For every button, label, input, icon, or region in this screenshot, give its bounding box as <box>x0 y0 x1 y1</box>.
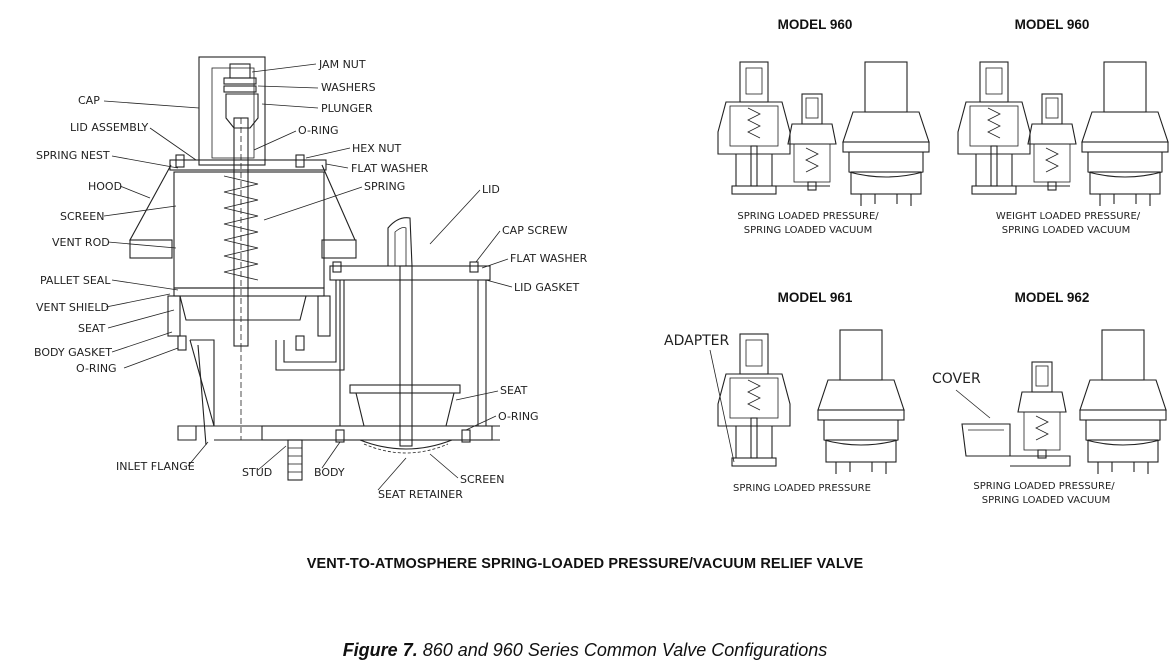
label-vent-shield: VENT SHIELD <box>36 301 109 314</box>
model-title: MODEL 960 <box>1015 17 1090 32</box>
model-960-spring-spring: MODEL 960 SPRING LOADED PRESSURE/ SPRING… <box>717 17 930 236</box>
label-o-ring-top: O-RING <box>298 124 339 137</box>
label-flat-washer-right: FLAT WASHER <box>510 252 588 265</box>
label-stud: STUD <box>242 466 272 479</box>
figure-caption-text: 860 and 960 Series Common Valve Configur… <box>422 640 828 660</box>
model-caption-line1: WEIGHT LOADED PRESSURE/ <box>996 211 1141 222</box>
figure-caption: Figure 7. 860 and 960 Series Common Valv… <box>0 640 1170 661</box>
model-title: MODEL 962 <box>1015 290 1090 305</box>
label-spring-nest: SPRING NEST <box>36 149 110 162</box>
label-inlet-flange: INLET FLANGE <box>116 460 195 473</box>
label-jam-nut: JAM NUT <box>318 58 366 71</box>
label-hood: HOOD <box>88 180 122 193</box>
model-caption-line2: SPRING LOADED VACUUM <box>1002 225 1130 236</box>
leader-lines <box>103 63 513 491</box>
label-washers: WASHERS <box>321 81 376 94</box>
label-spring: SPRING <box>364 180 405 193</box>
model-962: MODEL 962 COVER SPRING LOADED PRESSURE/ … <box>932 290 1167 506</box>
callout-adapter: ADAPTER <box>664 333 730 349</box>
label-o-ring-left: O-RING <box>76 362 117 375</box>
model-caption-line1: SPRING LOADED PRESSURE/ <box>737 211 879 222</box>
label-o-ring-right: O-RING <box>498 410 539 423</box>
cross-section-drawing <box>129 56 500 481</box>
label-plunger: PLUNGER <box>321 102 373 115</box>
label-pallet-seal: PALLET SEAL <box>40 274 111 287</box>
model-960-weight-spring: MODEL 960 WEIGHT LOADED PRESSURE/ SPRING… <box>957 17 1169 236</box>
model-caption-line1: SPRING LOADED PRESSURE <box>733 483 871 494</box>
label-seat-retainer: SEAT RETAINER <box>378 488 463 501</box>
label-seat-right: SEAT <box>500 384 528 397</box>
label-screen-bottom: SCREEN <box>460 473 504 486</box>
label-lid: LID <box>482 183 500 196</box>
model-title: MODEL 960 <box>778 17 853 32</box>
callout-cover: COVER <box>932 371 981 387</box>
part-labels: JAM NUT WASHERS CAP PLUNGER LID ASSEMBLY… <box>34 58 588 501</box>
label-hex-nut: HEX NUT <box>352 142 402 155</box>
label-vent-rod: VENT ROD <box>52 236 110 249</box>
label-body: BODY <box>314 466 345 479</box>
label-lid-gasket: LID GASKET <box>514 281 580 294</box>
model-title: MODEL 961 <box>778 290 853 305</box>
label-cap-screw: CAP SCREW <box>502 224 568 237</box>
figure-number: Figure 7. <box>342 640 418 660</box>
diagram-title: VENT-TO-ATMOSPHERE SPRING-LOADED PRESSUR… <box>306 556 864 572</box>
label-flat-washer-top: FLAT WASHER <box>351 162 429 175</box>
label-screen-left: SCREEN <box>60 210 104 223</box>
model-caption-line2: SPRING LOADED VACUUM <box>744 225 872 236</box>
label-seat-left: SEAT <box>78 322 106 335</box>
model-caption-line1: SPRING LOADED PRESSURE/ <box>973 481 1115 492</box>
model-961: MODEL 961 ADAPTER SPRING LOADED PRESSURE <box>664 290 905 494</box>
model-caption-line2: SPRING LOADED VACUUM <box>982 495 1110 506</box>
label-lid-assembly: LID ASSEMBLY <box>70 121 148 134</box>
label-cap: CAP <box>78 94 100 107</box>
label-body-gasket: BODY GASKET <box>34 346 112 359</box>
